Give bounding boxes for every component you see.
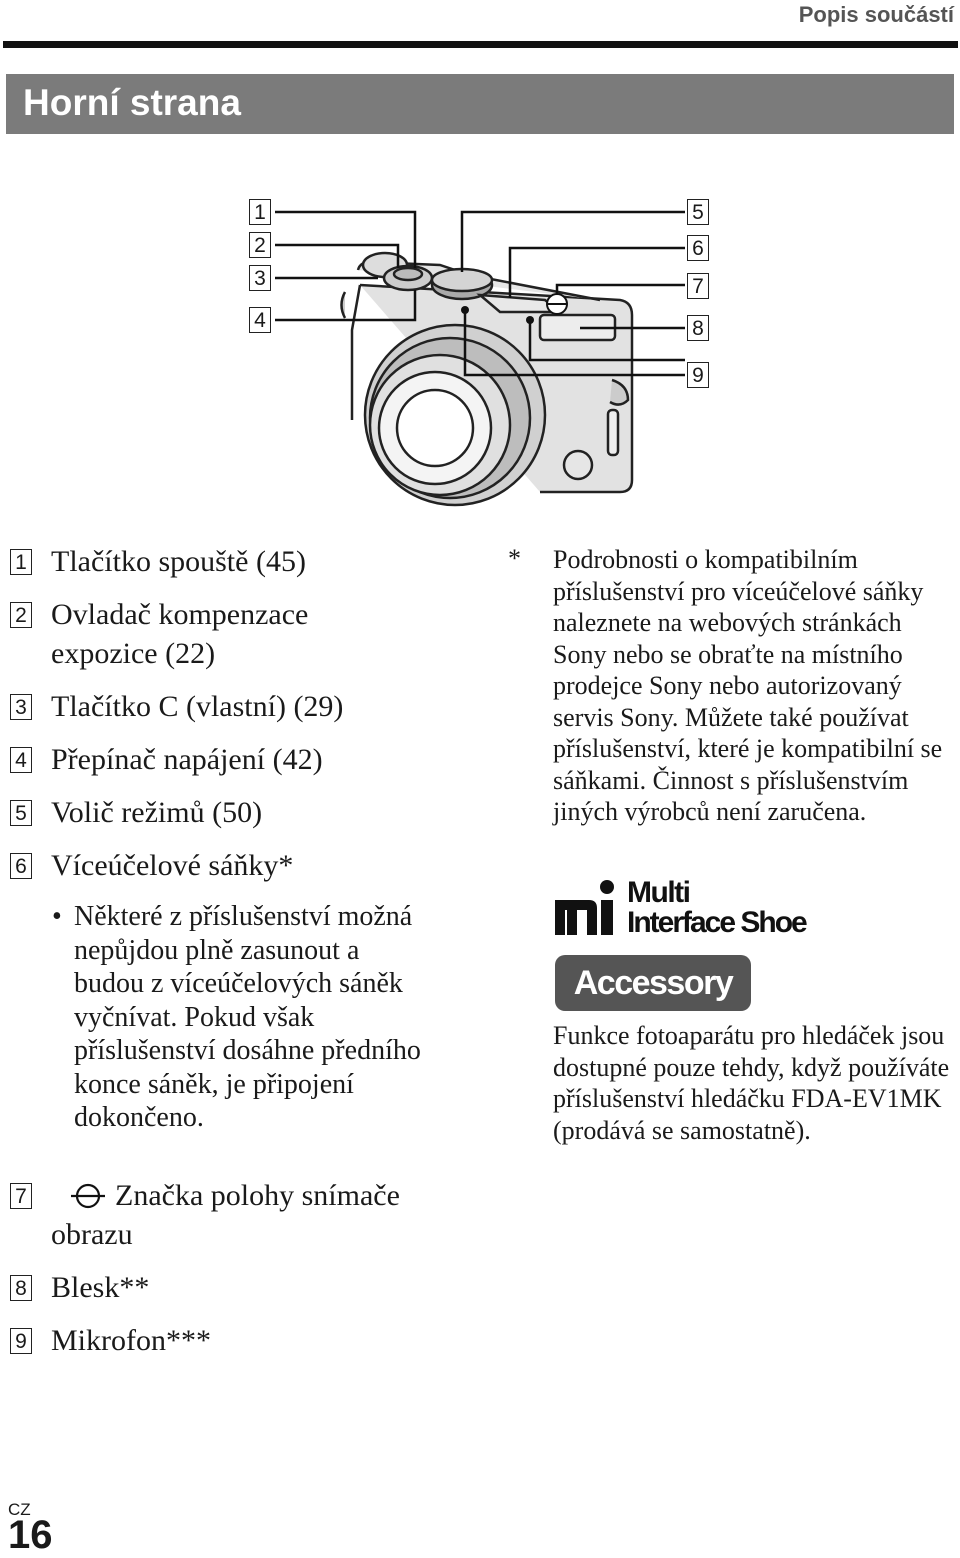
bullet-text: Některé z příslušenství možná nepůjdou p… — [74, 901, 421, 1133]
bullet-dot: • — [52, 901, 62, 932]
header-section-label: Popis součástí — [798, 2, 954, 27]
callout-6: 6 — [687, 235, 709, 261]
item-number: 9 — [10, 1328, 32, 1354]
item-number: 5 — [10, 800, 32, 826]
item-number: 2 — [10, 602, 32, 628]
image-sensor-mark-icon — [71, 1183, 105, 1209]
item-text: Přepínač napájení (42) — [51, 743, 323, 776]
item-number: 1 — [10, 549, 32, 575]
footnote-marker: * — [508, 544, 521, 573]
page-number: 16 — [8, 1513, 53, 1557]
mi-logo-line2: Interface Shoe — [627, 906, 808, 939]
callout-4: 4 — [249, 307, 271, 333]
footnote-text: Podrobnosti o kompatibilním příslušenstv… — [553, 545, 943, 826]
item-text: Tlačítko C (vlastní) (29) — [51, 690, 344, 723]
mi-logo-line1: Multi — [627, 876, 691, 909]
item-number: 3 — [10, 694, 32, 720]
callout-3: 3 — [249, 265, 271, 291]
callout-1: 1 — [249, 199, 271, 225]
section-title: Horní strana — [23, 82, 241, 123]
item-text: Ovladač kompenzace expozice (22) — [51, 598, 309, 670]
item-text: Tlačítko spouště (45) — [51, 545, 306, 578]
item-number: 7 — [10, 1183, 32, 1209]
header-rule — [3, 41, 958, 48]
callout-7: 7 — [687, 273, 709, 299]
item-number: 6 — [10, 853, 32, 879]
callout-8: 8 — [687, 315, 709, 341]
callout-9: 9 — [687, 362, 709, 388]
section-title-bar: Horní strana — [6, 74, 954, 134]
item-text: Značka polohy snímače obrazu — [51, 1179, 400, 1251]
item-text: Volič režimů (50) — [51, 796, 263, 829]
camera-top-illustration — [275, 210, 685, 507]
finder-note: Funkce fotoaparátu pro hledáček jsou dos… — [553, 1021, 950, 1145]
item-text: Víceúčelové sáňky* — [51, 849, 294, 882]
callout-2: 2 — [249, 232, 271, 258]
item-number: 4 — [10, 747, 32, 773]
item-text: Mikrofon*** — [51, 1324, 211, 1357]
accessory-shoe-logo: Accessory Shoe — [555, 955, 751, 1058]
item-number: 8 — [10, 1275, 32, 1301]
footer-language: CZ — [8, 1500, 31, 1519]
mi-logo-icon — [555, 880, 614, 935]
item-text: Blesk** — [51, 1271, 150, 1304]
callout-5: 5 — [687, 199, 709, 225]
